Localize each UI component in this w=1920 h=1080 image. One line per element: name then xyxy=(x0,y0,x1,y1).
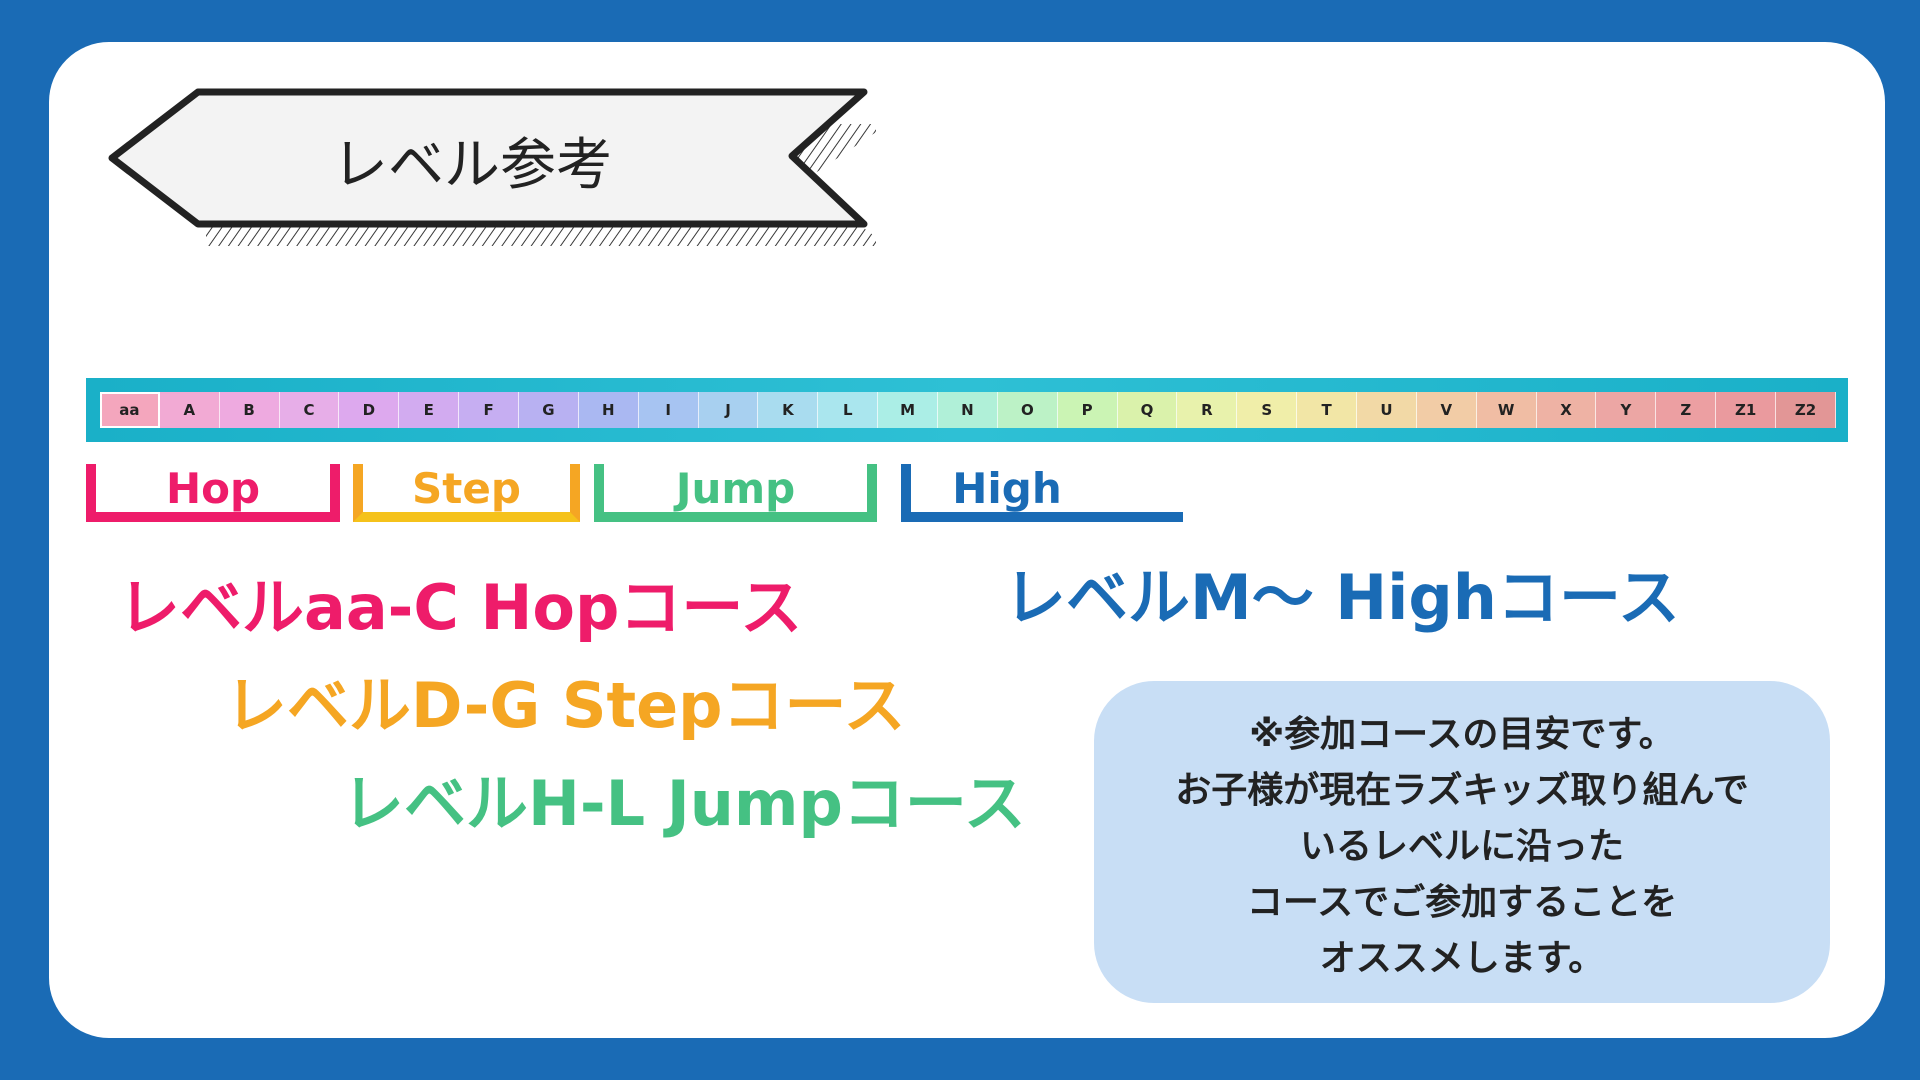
level-cell-i: I xyxy=(638,392,699,428)
level-cell-l: L xyxy=(818,392,879,428)
jump-bracket: Jump xyxy=(594,464,877,522)
level-cell-m: M xyxy=(878,392,939,428)
level-cell-z: Z xyxy=(1656,392,1717,428)
level-cell-a: A xyxy=(159,392,220,428)
hop-course-text: レベルaa-C Hopコース xyxy=(118,571,803,644)
level-cell-k: K xyxy=(758,392,819,428)
note-line: いるレベルに沿った xyxy=(1299,826,1624,867)
level-cell-q: Q xyxy=(1117,392,1178,428)
step-bracket-label: Step xyxy=(412,464,521,513)
level-cell-u: U xyxy=(1357,392,1417,428)
level-cell-j: J xyxy=(698,392,759,428)
level-cell-v: V xyxy=(1416,392,1477,428)
level-cell-w: W xyxy=(1476,392,1537,428)
hop-bracket: Hop xyxy=(86,464,340,522)
level-cell-s: S xyxy=(1237,392,1298,428)
level-cell-x: X xyxy=(1536,392,1597,428)
note-line: ※参加コースの目安です。 xyxy=(1249,714,1675,755)
hop-bracket-label: Hop xyxy=(165,464,261,513)
high-bracket-label: High xyxy=(952,464,1062,513)
high-bracket: High xyxy=(901,464,1183,522)
title-banner: レベル参考 xyxy=(108,86,876,246)
level-cell-n: N xyxy=(938,392,998,428)
level-cell-h: H xyxy=(578,392,639,428)
note-line: コースでご参加することを xyxy=(1246,882,1678,923)
note-line: オススメします。 xyxy=(1319,938,1605,979)
level-cell-z2: Z2 xyxy=(1776,392,1836,428)
level-cell-p: P xyxy=(1057,392,1118,428)
level-cell-o: O xyxy=(997,392,1058,428)
level-cell-y: Y xyxy=(1596,392,1657,428)
level-cell-r: R xyxy=(1177,392,1238,428)
level-cell-f: F xyxy=(459,392,520,428)
jump-bracket-label: Jump xyxy=(675,464,796,513)
level-cell-c: C xyxy=(279,392,340,428)
level-cell-e: E xyxy=(399,392,460,428)
jump-course-text: レベルH-L Jumpコース xyxy=(342,767,1026,840)
note-line: お子様が現在ラズキッズ取り組んで xyxy=(1175,770,1749,811)
high-course-text: レベルM〜 Highコース xyxy=(1004,561,1680,634)
ribbon-shape xyxy=(108,88,876,246)
step-course-text: レベルD-G Stepコース xyxy=(225,669,906,742)
note-box: ※参加コースの目安です。 お子様が現在ラズキッズ取り組んで いるレベルに沿った … xyxy=(1094,681,1830,1003)
level-cell-b: B xyxy=(219,392,280,428)
level-cell-t: T xyxy=(1297,392,1358,428)
level-cell-aa: aa xyxy=(100,392,160,428)
level-cell-g: G xyxy=(519,392,579,428)
level-cell-d: D xyxy=(339,392,400,428)
step-bracket: Step xyxy=(353,464,580,522)
level-cell-z1: Z1 xyxy=(1716,392,1777,428)
page-title: レベル参考 xyxy=(332,133,612,198)
